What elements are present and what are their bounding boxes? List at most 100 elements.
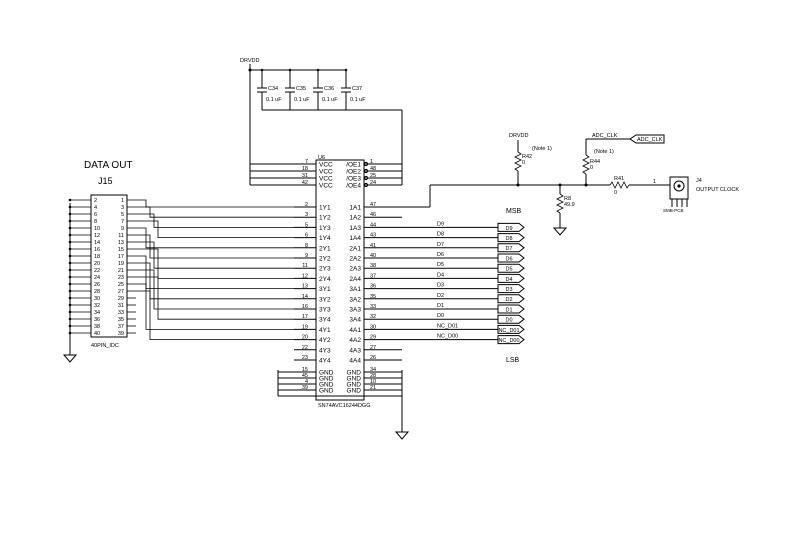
ic-pin-name-right: 3A3 [349,307,361,314]
ic-pin-number-left: 17 [302,314,308,320]
connector-pin-odd: 23 [118,275,124,281]
ic-pin-number-left: 3 [305,212,308,218]
svg-text:ADC_CLK: ADC_CLK [637,137,663,143]
ic-pin-name-left: VCC [319,176,333,183]
r42-ref: R42 [522,154,532,160]
lsb-label: LSB [506,357,520,364]
ic-pin-name-right: 2A1 [349,245,361,252]
ic-pin-name-right: /OE2 [346,169,361,176]
ic-pin-number-right: 36 [370,284,376,290]
connector-pin-even: 40 [94,331,100,337]
cap-ref: C36 [324,86,334,92]
cap-ref: C37 [352,86,362,92]
connector-pin-even: 16 [94,247,100,253]
power-label-drvdd-2: DRVDD [509,133,528,139]
ic-pin-name-left: 3Y1 [319,286,331,293]
ic-pin-name-left: 3Y3 [319,307,331,314]
ic-pin-name-right: 2A3 [349,266,361,273]
ic-pin-name-left: 3Y2 [319,296,331,303]
ic-pin-number-left: 6 [305,233,308,239]
connector-pin-odd: 25 [118,282,124,288]
cap-value: 0.1 uF [350,97,366,103]
net-label: D6 [437,252,444,258]
ic-pin-name-left: 1Y2 [319,215,331,222]
connector-pin-even: 6 [94,212,97,218]
ic-pin-name-right: 4A4 [349,358,361,365]
ic-pin-number-right: 35 [370,294,376,300]
cap-value: 0.1 uF [266,97,282,103]
connector-pin-even: 32 [94,303,100,309]
r41-val: 0 [614,190,617,196]
connector-pin-odd: 15 [118,247,124,253]
port-flag: D4 [505,277,512,283]
cap-value: 0.1 uF [294,97,310,103]
ic-pin-number-left: 4 [305,379,308,385]
data-nets: D9D9D8D8D7D7D6D6D5D5D4D4D3D3D2D2D1D1D0D0… [402,221,525,345]
connector-pin-even: 24 [94,275,100,281]
port-flag: NC_D00 [498,338,519,344]
ic-pin-number-right: 46 [370,212,376,218]
connector-pin-even: 14 [94,240,100,246]
ic-pin-number-right: 29 [370,335,376,341]
net-label: D1 [437,303,444,309]
ic-pin-name-left: 2Y1 [319,245,331,252]
ic-pin-number-left: 15 [302,367,308,373]
j4-pin: 1 [653,179,656,185]
connector-pin-odd: 33 [118,310,124,316]
ic-pin-number-right: 41 [370,243,376,249]
ic-pin-number-right: 40 [370,253,376,259]
connector-part: 40PIN_IDC [91,343,119,349]
ic-pin-name-left: GND [319,388,334,395]
net-label: D0 [437,313,444,319]
connector-pin-even: 28 [94,289,100,295]
net-label: D2 [437,293,444,299]
ic-pin-name-right: 1A1 [349,205,361,212]
ic-pin-number-left: 2 [305,202,308,208]
net-label: D7 [437,242,444,248]
ic-pin-number-left: 20 [302,335,308,341]
ic-pin-name-left: 4Y4 [319,358,331,365]
connector-pin-odd: 1 [121,198,124,204]
ic-pin-number-right: 44 [370,222,376,228]
connector-ref: J15 [98,176,113,186]
ic-part: SN74AVC16244DGG [318,403,370,409]
msb-label: MSB [506,208,522,215]
ic-pin-name-right: 4A3 [349,347,361,354]
ic-pin-name-right: 1A2 [349,215,361,222]
ic-pin-number-left: 5 [305,222,308,228]
connector-pin-odd: 3 [121,205,124,211]
port-flag: D1 [505,307,512,313]
net-label: D9 [437,221,444,227]
note1-b: (Note 1) [594,149,614,155]
cap-ref: C34 [268,86,278,92]
note1-a: (Note 1) [532,146,552,152]
connector-pin-odd: 19 [118,261,124,267]
connector-pin-odd: 35 [118,317,124,323]
ic-pin-number-right: 21 [370,385,376,391]
ic-pin-name-left: 4Y2 [319,337,331,344]
ic-ref: U6 [318,155,325,161]
ic-pin-name-left: GND [319,376,334,383]
ground-symbol-clock [552,227,568,236]
ic-pin-name-right: GND [347,388,362,395]
ic-pin-number-right: 27 [370,345,376,351]
net-label: D5 [437,262,444,268]
ic-pin-number-right: 38 [370,263,376,269]
ic-pin-name-left: VCC [319,162,333,169]
ic-pin-name-right: 3A1 [349,286,361,293]
ic-pin-name-right: 2A2 [349,256,361,263]
connector-pin-odd: 7 [121,219,124,225]
power-label-drvdd: DRVDD [240,58,259,64]
clk-net-label: ADC_CLK [592,133,618,139]
connector-pin-even: 38 [94,324,100,330]
connector-pin-even: 30 [94,296,100,302]
connector-pin-even: 12 [94,233,100,239]
connector-pin-even: 18 [94,254,100,260]
connector-pin-even: 10 [94,226,100,232]
connector-pin-odd: 17 [118,254,124,260]
connector-pin-odd: 27 [118,289,124,295]
ic-pin-name-left: 1Y4 [319,235,331,242]
port-flag: D3 [505,287,512,293]
ic-pin-name-left: GND [319,382,334,389]
